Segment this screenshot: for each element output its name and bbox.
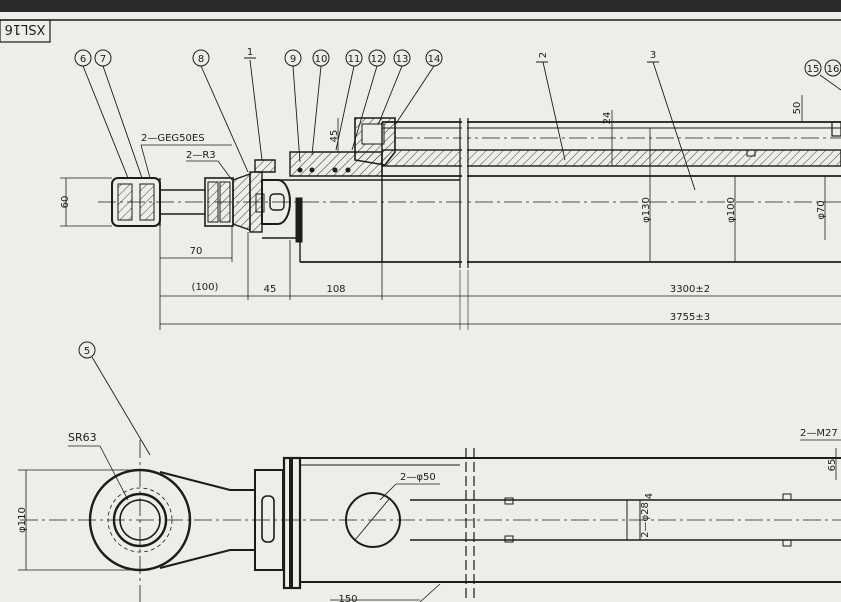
dim-100: (100): [192, 282, 219, 293]
callout-sphere: SR63: [68, 431, 97, 444]
dim-45-vert: 45: [329, 130, 340, 143]
balloon-15: 15: [804, 59, 822, 77]
svg-text:11: 11: [348, 54, 361, 65]
callout-bearing: 2—GEG50ES: [141, 133, 205, 144]
svg-text:12: 12: [371, 54, 384, 65]
dim-24: 24: [602, 112, 613, 125]
dimensions-bottom: φ110 65 4 150: [17, 448, 838, 602]
title-code: XSL16: [5, 21, 46, 36]
dim-3300: 3300±2: [670, 284, 710, 295]
svg-text:13: 13: [396, 54, 409, 65]
dim-phi70: φ70: [816, 200, 827, 219]
dim-50: 50: [792, 102, 803, 115]
cylinder-section-view: [98, 117, 841, 268]
dim-phi100: φ100: [726, 197, 737, 223]
title-block: XSL16: [0, 19, 51, 43]
label-1: 1: [244, 47, 256, 59]
paper-sheet: [0, 12, 841, 602]
svg-text:8: 8: [198, 54, 204, 65]
dim-phi110: φ110: [17, 507, 28, 533]
dim-4: 4: [644, 493, 655, 499]
callouts-bottom: SR63 2—φ50 2—M27 2—φ28: [68, 428, 841, 538]
svg-text:3: 3: [650, 50, 656, 61]
callout-hole: 2—φ50: [400, 472, 436, 483]
callout-radius: 2—R3: [186, 150, 216, 161]
svg-text:1: 1: [247, 47, 253, 58]
svg-text:14: 14: [428, 54, 441, 65]
label-2: 2: [536, 52, 549, 63]
dim-65: 65: [827, 459, 838, 472]
svg-text:15: 15: [807, 64, 820, 75]
callouts-top: 2—GEG50ES 2—R3: [140, 133, 233, 181]
svg-text:9: 9: [290, 54, 296, 65]
svg-text:2: 2: [538, 52, 549, 58]
cylinder-plan-view: [20, 440, 841, 602]
dim-45: 45: [264, 284, 277, 295]
dim-3755: 3755±3: [670, 312, 710, 323]
dim-70: 70: [190, 246, 203, 257]
svg-text:5: 5: [84, 346, 90, 357]
dimensions-top: 60 45 24 50 φ130 φ100 φ70 70 (100) 45 10…: [60, 95, 841, 330]
callout-holes-small: 2—φ28: [640, 502, 651, 538]
dim-width: 60: [60, 196, 71, 209]
dim-150: 150: [338, 594, 357, 602]
balloon-5: 5: [78, 341, 151, 456]
dim-108: 108: [326, 284, 345, 295]
svg-text:16: 16: [827, 64, 840, 75]
dim-phi130: φ130: [641, 197, 652, 223]
top-shadow: [0, 0, 841, 14]
svg-text:7: 7: [100, 54, 106, 65]
svg-text:6: 6: [80, 54, 86, 65]
balloon-16: 16: [824, 59, 841, 77]
svg-text:10: 10: [315, 54, 328, 65]
callout-thread: 2—M27: [800, 428, 838, 439]
